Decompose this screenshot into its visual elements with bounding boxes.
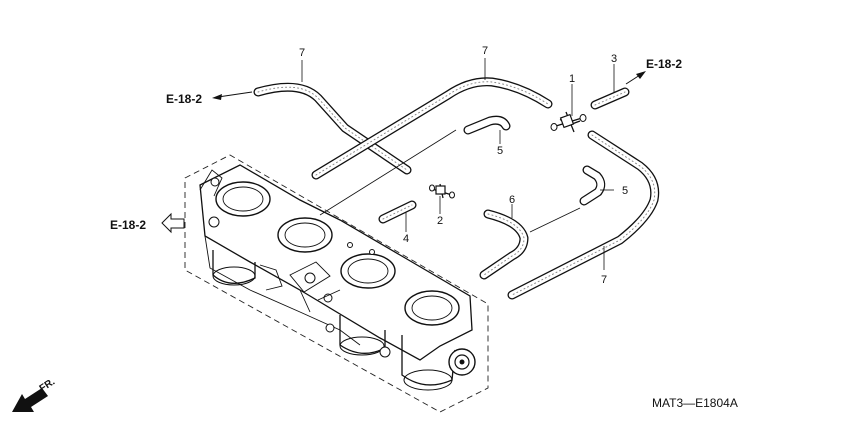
hose-6	[479, 209, 529, 280]
ref-label-left-top[interactable]: E-18-2	[166, 92, 202, 106]
part-label-2: 2	[437, 215, 443, 227]
ref-arrow-right-top	[625, 71, 646, 85]
part-labels: 7 7 1 3 5 5 2 4 6 7	[299, 45, 628, 286]
ref-arrow-left-top	[212, 91, 253, 100]
hose-5-right	[579, 165, 606, 206]
hose-4	[378, 200, 417, 224]
throttle-bore-3	[340, 253, 396, 289]
ref-label-left-mid[interactable]: E-18-2	[110, 218, 146, 232]
leader-lines	[301, 58, 615, 270]
part-label-7-right: 7	[601, 274, 607, 286]
reference-labels: E-18-2 E-18-2 E-18-2	[110, 57, 682, 232]
diagram-code: MAT3—E1804A	[652, 396, 738, 410]
front-arrow-icon	[12, 388, 48, 412]
part-label-7-center: 7	[482, 45, 488, 57]
hose-5-upper	[463, 115, 511, 135]
part-label-6: 6	[509, 194, 515, 206]
throttle-linkage	[199, 169, 375, 333]
throttle-body-assembly	[184, 154, 489, 413]
throttle-bore-1	[215, 181, 271, 217]
joint-1	[550, 111, 587, 133]
part-label-7-left: 7	[299, 47, 305, 59]
hose-7-center	[311, 77, 553, 180]
hose-7-left	[253, 82, 412, 175]
part-label-3: 3	[611, 53, 617, 65]
part-label-5-right: 5	[622, 185, 628, 197]
part-label-4: 4	[403, 233, 409, 245]
ref-arrow-left-mid[interactable]	[161, 212, 185, 234]
hose-3	[590, 87, 630, 110]
intake-spigots	[212, 250, 456, 391]
joint-2	[429, 183, 455, 199]
part-label-5-upper: 5	[497, 145, 503, 157]
throttle-bore-2	[277, 217, 333, 253]
throttle-bore-4	[404, 290, 460, 326]
throttle-position-sensor	[448, 348, 476, 376]
ref-label-right-top[interactable]: E-18-2	[646, 57, 682, 71]
hose-7-right	[507, 130, 660, 300]
part-label-1: 1	[569, 73, 575, 85]
